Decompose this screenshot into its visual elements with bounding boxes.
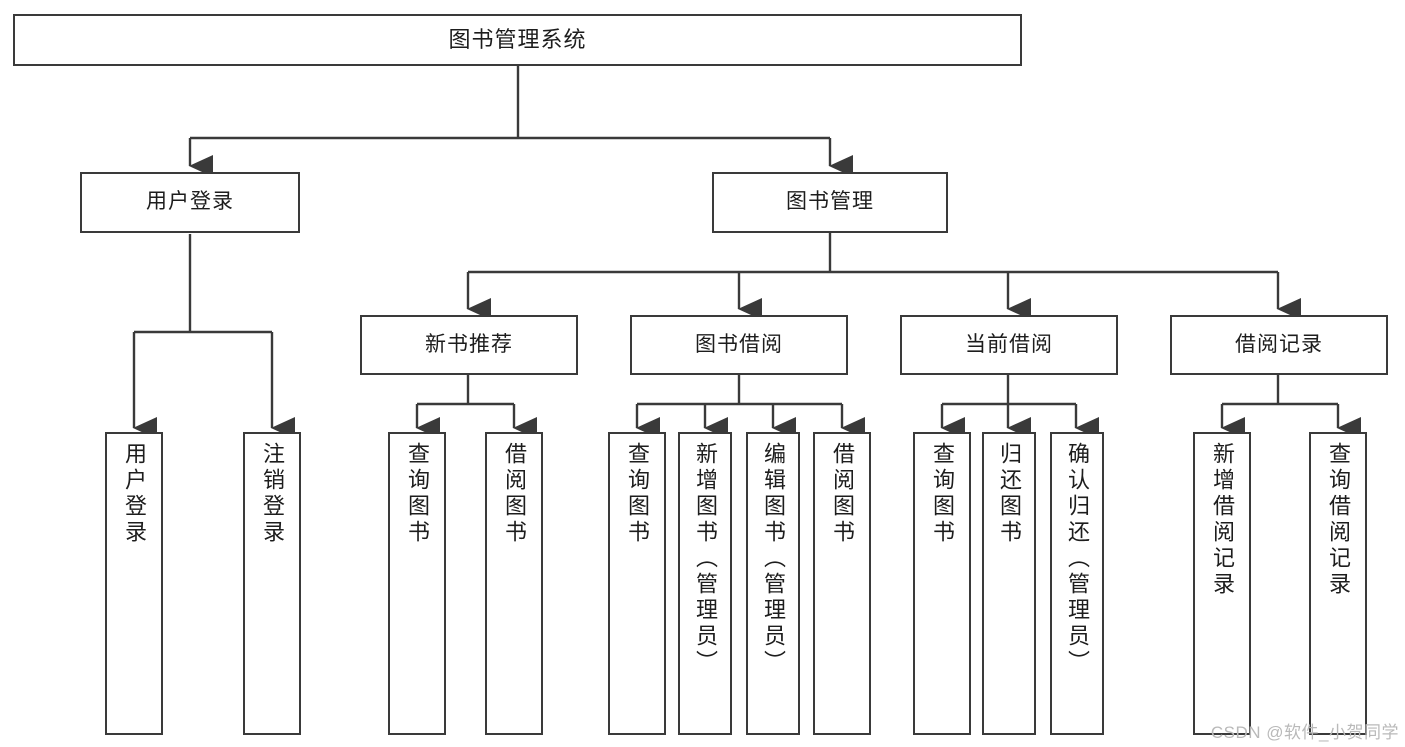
leaf-recommend-borrow-book[interactable]: 借阅图书	[485, 432, 543, 735]
leaf-current-return-book[interactable]: 归还图书	[982, 432, 1036, 735]
leaf-borrow-edit-book-admin[interactable]: 编辑图书（管理员）	[746, 432, 800, 735]
node-label: 图书借阅	[695, 332, 783, 356]
node-current-borrow[interactable]: 当前借阅	[900, 315, 1118, 375]
node-book-borrow[interactable]: 图书借阅	[630, 315, 848, 375]
node-label: 注销登录	[260, 442, 285, 546]
node-label: 归还图书	[997, 442, 1022, 546]
node-label: 借阅记录	[1235, 332, 1323, 356]
node-label: 新书推荐	[425, 332, 513, 356]
node-label: 用户登录	[146, 190, 234, 214]
node-label: 借阅图书	[502, 442, 527, 546]
node-label: 借阅图书	[830, 442, 855, 546]
watermark: CSDN @软件_小贺同学	[1210, 723, 1399, 742]
node-label: 查询图书	[625, 442, 650, 546]
node-root-system[interactable]: 图书管理系统	[13, 14, 1022, 66]
node-new-book-recommend[interactable]: 新书推荐	[360, 315, 578, 375]
leaf-borrow-query-book[interactable]: 查询图书	[608, 432, 666, 735]
node-label: 查询图书	[405, 442, 430, 546]
leaf-current-query-book[interactable]: 查询图书	[913, 432, 971, 735]
leaf-current-confirm-return-admin[interactable]: 确认归还（管理员）	[1050, 432, 1104, 735]
node-label: 图书管理系统	[448, 27, 587, 53]
node-label: 图书管理	[786, 190, 874, 214]
node-book-management[interactable]: 图书管理	[712, 172, 948, 233]
leaf-user-login[interactable]: 用户登录	[105, 432, 163, 735]
node-label: 确认归还（管理员）	[1065, 442, 1090, 676]
node-borrow-record[interactable]: 借阅记录	[1170, 315, 1388, 375]
node-label: 新增借阅记录	[1210, 442, 1235, 598]
node-label: 新增图书（管理员）	[693, 442, 718, 676]
leaf-borrow-add-book-admin[interactable]: 新增图书（管理员）	[678, 432, 732, 735]
leaf-borrow-borrow-book[interactable]: 借阅图书	[813, 432, 871, 735]
node-label: 查询借阅记录	[1326, 442, 1351, 598]
node-label: 用户登录	[122, 442, 147, 546]
leaf-user-logout[interactable]: 注销登录	[243, 432, 301, 735]
leaf-record-query-record[interactable]: 查询借阅记录	[1309, 432, 1367, 735]
node-label: 查询图书	[930, 442, 955, 546]
node-user-login[interactable]: 用户登录	[80, 172, 300, 233]
leaf-recommend-query-book[interactable]: 查询图书	[388, 432, 446, 735]
node-label: 编辑图书（管理员）	[761, 442, 786, 676]
node-label: 当前借阅	[965, 332, 1053, 356]
leaf-record-add-record[interactable]: 新增借阅记录	[1193, 432, 1251, 735]
